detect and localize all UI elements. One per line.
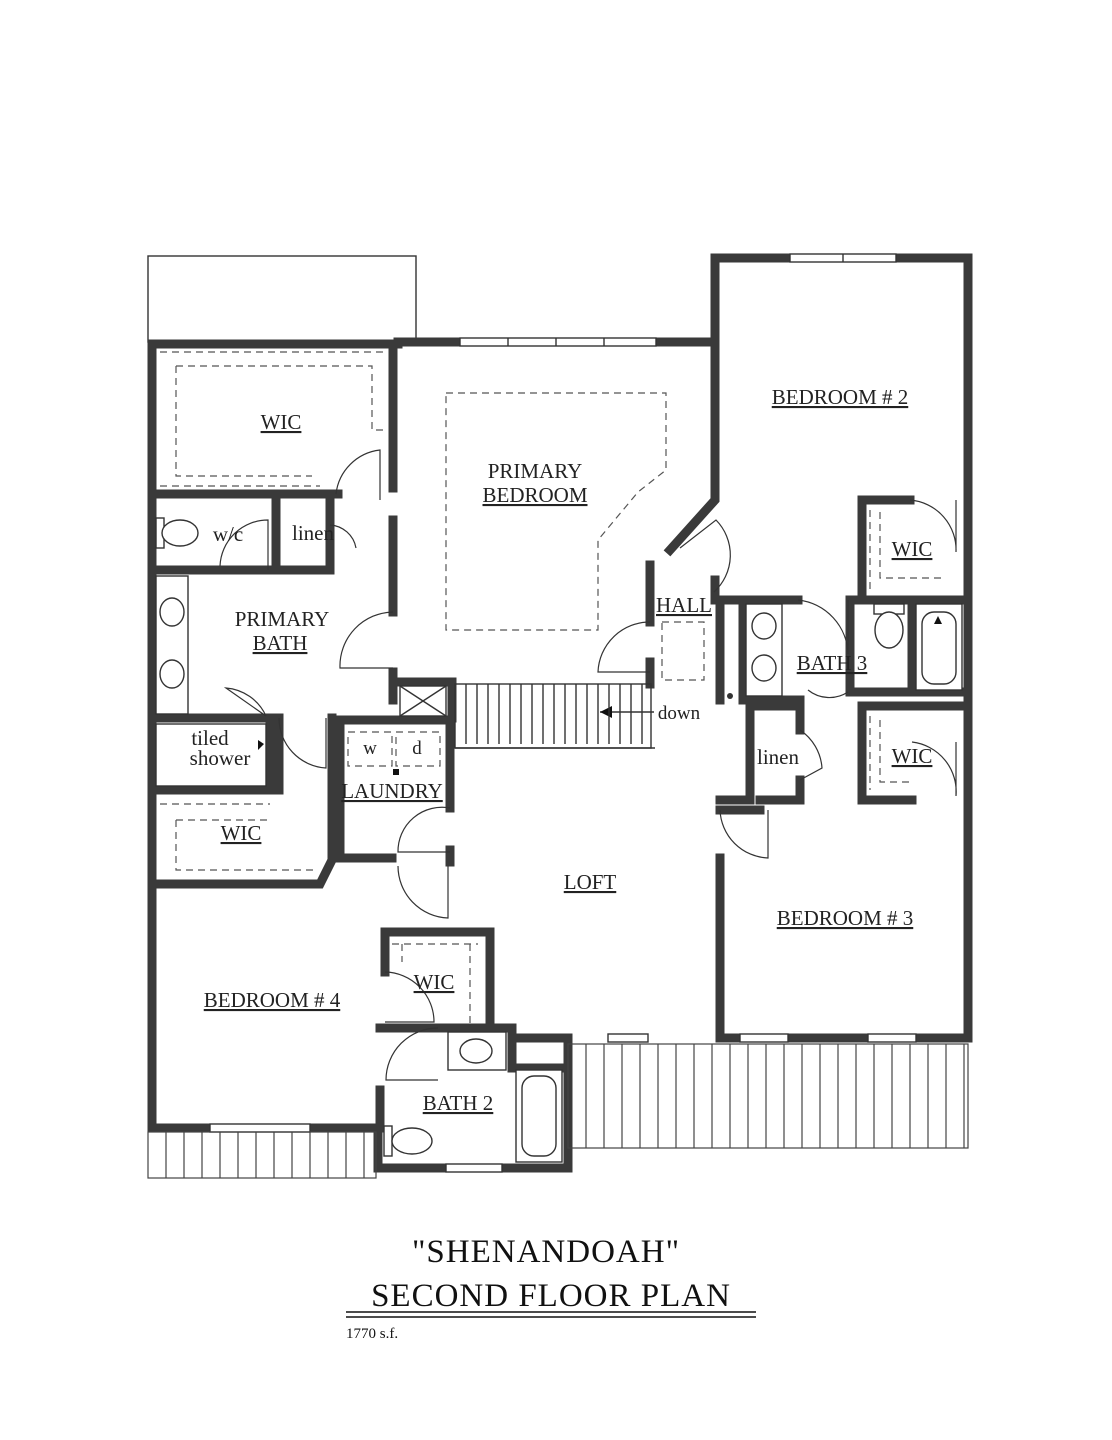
- deck-top-left: [147, 255, 417, 343]
- plan-title: SECOND FLOOR PLAN: [371, 1278, 731, 1314]
- exterior-walls: [147, 253, 973, 1173]
- loft-label: LOFT: [564, 870, 617, 894]
- primary-bedroom-label-line2: BEDROOM: [482, 483, 587, 507]
- staircase: [399, 683, 655, 749]
- wic-bedroom-3-label: WIC: [892, 744, 933, 768]
- interior-walls: [147, 337, 973, 1133]
- doors: [219, 449, 957, 1081]
- primary-bedroom-label-line1: PRIMARY: [488, 459, 583, 483]
- linen-hall-label: linen: [757, 745, 799, 769]
- laundry-label: LAUNDRY: [341, 779, 443, 803]
- wic-primary-top-label: WIC: [261, 410, 302, 434]
- washer-label: w: [363, 738, 377, 759]
- primary-bath-label-line2: BATH: [253, 631, 308, 655]
- wic-bedroom-4-label: WIC: [414, 970, 455, 994]
- linen-primary-label: linen: [292, 521, 334, 545]
- tiled-shower-label-line2: shower: [190, 746, 251, 770]
- plan-area: 1770 s.f.: [346, 1326, 398, 1342]
- bedroom-3-label: BEDROOM # 3: [777, 906, 914, 930]
- plumbing-fixtures: [155, 517, 963, 1163]
- wic-primary-bottom-label: WIC: [221, 821, 262, 845]
- shelving-lines: [160, 351, 942, 1024]
- deck-bottom-left: [147, 1131, 377, 1179]
- primary-bath-label-line1: PRIMARY: [235, 607, 330, 631]
- windows: [209, 253, 917, 1173]
- wic-bedroom-2-label: WIC: [892, 537, 933, 561]
- hall-label: HALL: [656, 593, 712, 617]
- bedroom-4-label: BEDROOM # 4: [204, 988, 341, 1012]
- bath-3-label: BATH 3: [797, 651, 868, 675]
- bedroom-2-label: BEDROOM # 2: [772, 385, 909, 409]
- bath-2-label: BATH 2: [423, 1091, 494, 1115]
- tiled-shower-label-line1: tiled: [191, 726, 229, 750]
- wc-label: w/c: [213, 522, 243, 546]
- plan-name: "SHENANDOAH": [412, 1234, 680, 1270]
- deck-right: [567, 1043, 969, 1149]
- stairs-down-label: down: [658, 703, 701, 724]
- dryer-label: d: [412, 738, 422, 759]
